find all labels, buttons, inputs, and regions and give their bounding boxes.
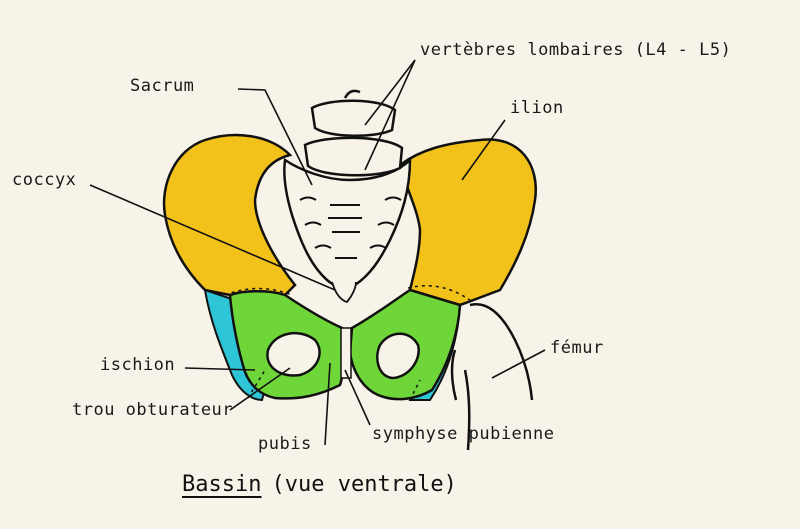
leader-lines bbox=[89, 59, 546, 446]
label-sacrum: Sacrum bbox=[130, 76, 195, 96]
label-vertebres: vertèbres lombaires (L4 - L5) bbox=[420, 40, 732, 60]
sacral-foramina bbox=[299, 196, 402, 259]
label-ilion: ilion bbox=[510, 98, 564, 118]
ischium-pubis-boundary-left bbox=[247, 369, 266, 399]
label-symphyse: symphyse pubienne bbox=[372, 424, 555, 444]
ilium-pubis-boundary-right bbox=[407, 285, 471, 301]
coccyx bbox=[331, 281, 357, 304]
left-obturator-foramen bbox=[266, 331, 321, 377]
left-ilium bbox=[162, 133, 297, 297]
femur bbox=[450, 302, 534, 451]
label-trou: trou obturateur bbox=[72, 400, 234, 420]
title-main: Bassin bbox=[182, 472, 262, 497]
right-obturator-foramen bbox=[376, 332, 420, 380]
label-femur: fémur bbox=[550, 338, 604, 358]
sacrum bbox=[283, 156, 412, 289]
right-ilium bbox=[398, 138, 537, 307]
lumbar-vertebrae bbox=[303, 89, 404, 177]
label-pubis: pubis bbox=[258, 434, 312, 454]
label-ischion: ischion bbox=[100, 355, 176, 375]
label-coccyx: coccyx bbox=[12, 170, 77, 190]
title-sub: (vue ventrale) bbox=[271, 472, 457, 497]
pubic-symphysis bbox=[340, 327, 352, 379]
diagram-title: Bassin (vue ventrale) bbox=[182, 472, 457, 497]
